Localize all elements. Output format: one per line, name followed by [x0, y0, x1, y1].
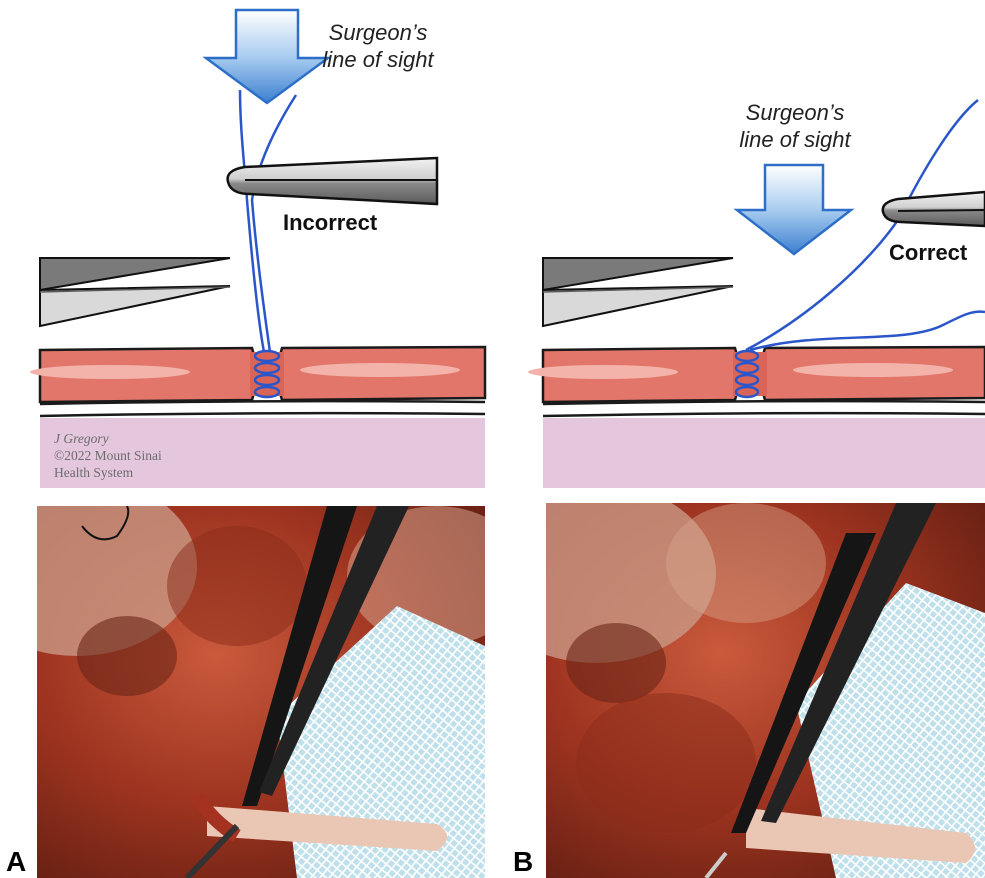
forceps — [883, 192, 985, 226]
sight-label-line2: line of sight — [715, 126, 875, 153]
panel-label-b: B — [513, 846, 533, 878]
sight-label-line1: Surgeon’s — [298, 19, 458, 46]
sight-arrow — [737, 165, 851, 254]
illustration-incorrect — [0, 0, 492, 492]
sight-label-line1: Surgeon’s — [715, 99, 875, 126]
sight-label: Surgeon’s line of sight — [298, 19, 458, 73]
credit-copyright: ©2022 Mount Sinai — [54, 447, 162, 464]
credit-organization: Health System — [54, 464, 162, 481]
credit-author: J Gregory — [54, 430, 162, 447]
scissors — [543, 258, 733, 326]
sight-label-line2: line of sight — [298, 46, 458, 73]
surgical-photo-correct — [546, 503, 985, 878]
illustration-credit: J Gregory ©2022 Mount Sinai Health Syste… — [54, 430, 162, 481]
panel-label-a: A — [6, 846, 26, 878]
surgical-photo-incorrect — [37, 506, 485, 878]
sight-label: Surgeon’s line of sight — [715, 99, 875, 153]
scissors — [40, 258, 230, 326]
verdict-label: Correct — [889, 240, 967, 266]
panel-b: Surgeon’s line of sight Correct B — [503, 0, 985, 878]
verdict-label: Incorrect — [283, 210, 377, 236]
tissue-bed — [543, 418, 985, 488]
panel-a: Surgeon’s line of sight Incorrect J Greg… — [0, 0, 492, 878]
